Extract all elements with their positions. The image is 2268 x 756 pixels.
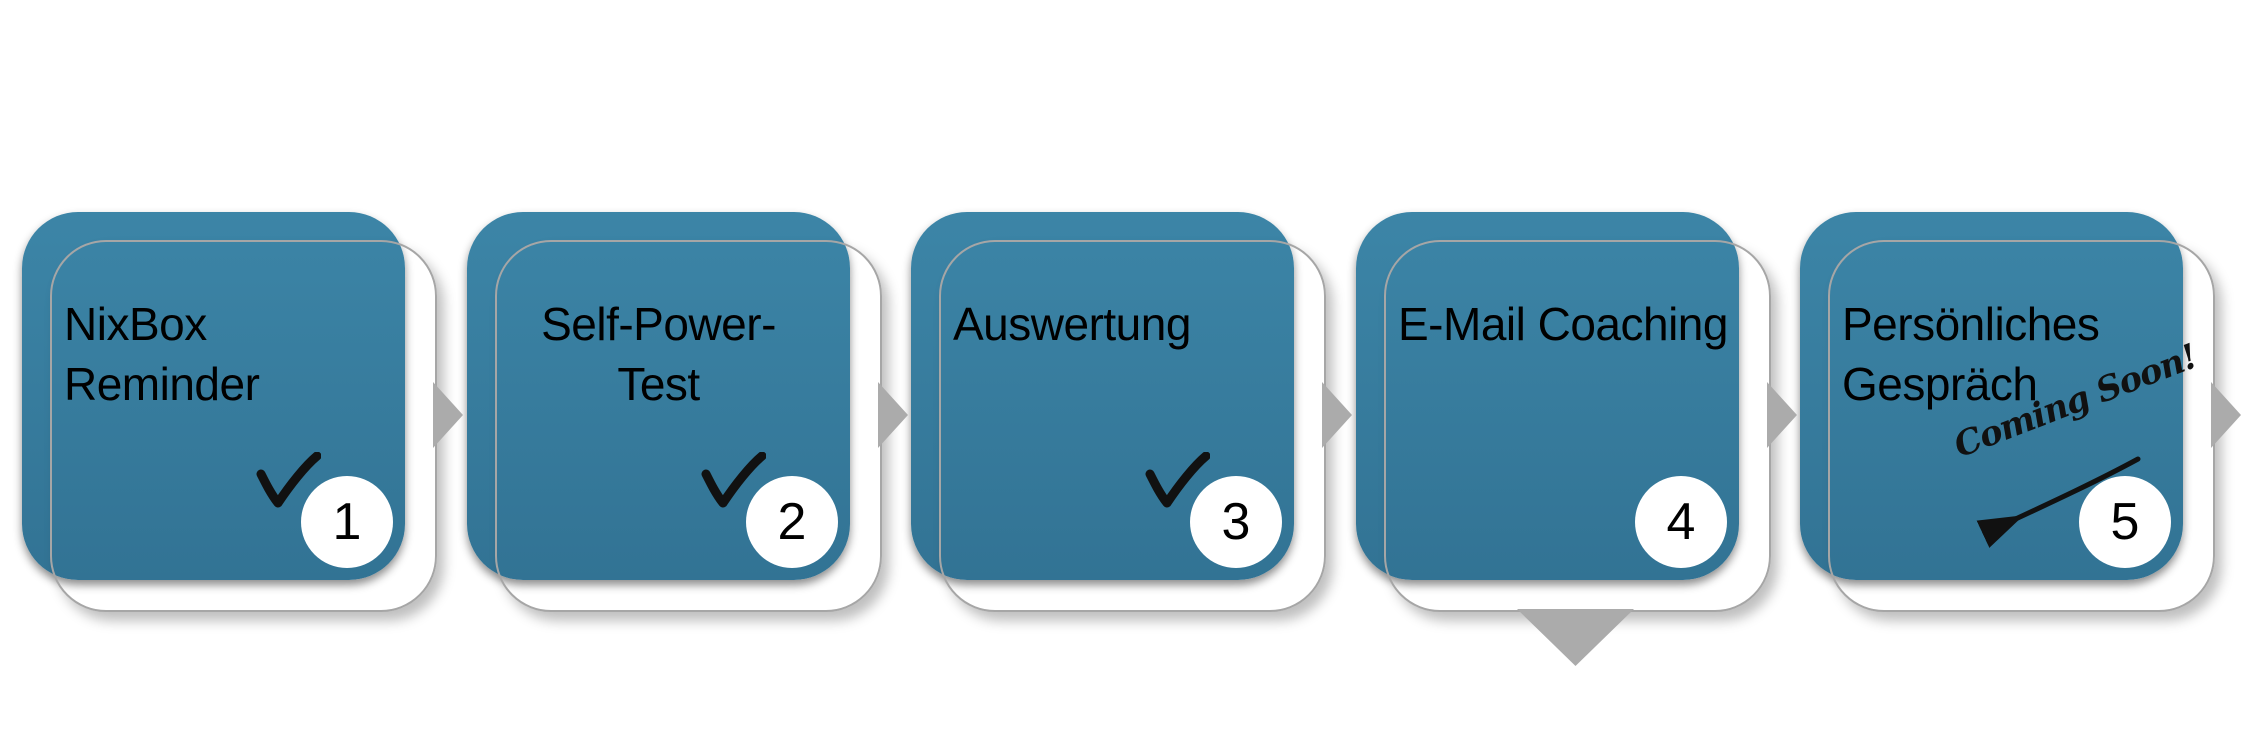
step-title: Persönliches Gespräch [1842, 298, 2100, 410]
step-title: Auswertung [953, 298, 1191, 350]
arrow-down-icon [1517, 609, 1634, 666]
step-title: E-Mail Coaching [1398, 298, 1728, 350]
step-number-badge: 4 [1635, 476, 1727, 568]
checkmark-glyph [256, 451, 322, 508]
step-title: Self-Power- Test [541, 298, 776, 410]
arrow-right-icon [878, 382, 908, 448]
check-icon [255, 451, 322, 510]
checkmark-glyph [701, 451, 767, 508]
arrow-right-icon [1322, 382, 1352, 448]
step-card-3: Auswertung 3 [911, 212, 1294, 580]
check-icon [700, 451, 767, 510]
check-icon [1144, 451, 1211, 510]
arrow-right-icon [2211, 382, 2241, 448]
step-number-badge: 3 [1190, 476, 1282, 568]
step-number-badge: 1 [301, 476, 393, 568]
step-card-1: NixBox Reminder 1 [22, 212, 405, 580]
step-number-badge: 2 [746, 476, 838, 568]
arrow-right-icon [433, 382, 463, 448]
step-title: NixBox Reminder [64, 298, 260, 410]
checkmark-glyph [1145, 451, 1211, 508]
step-number-badge: 5 [2079, 476, 2171, 568]
step-card-2: Self-Power- Test 2 [467, 212, 850, 580]
arrow-right-icon [1767, 382, 1797, 448]
step-card-4: E-Mail Coaching 4 [1356, 212, 1739, 580]
